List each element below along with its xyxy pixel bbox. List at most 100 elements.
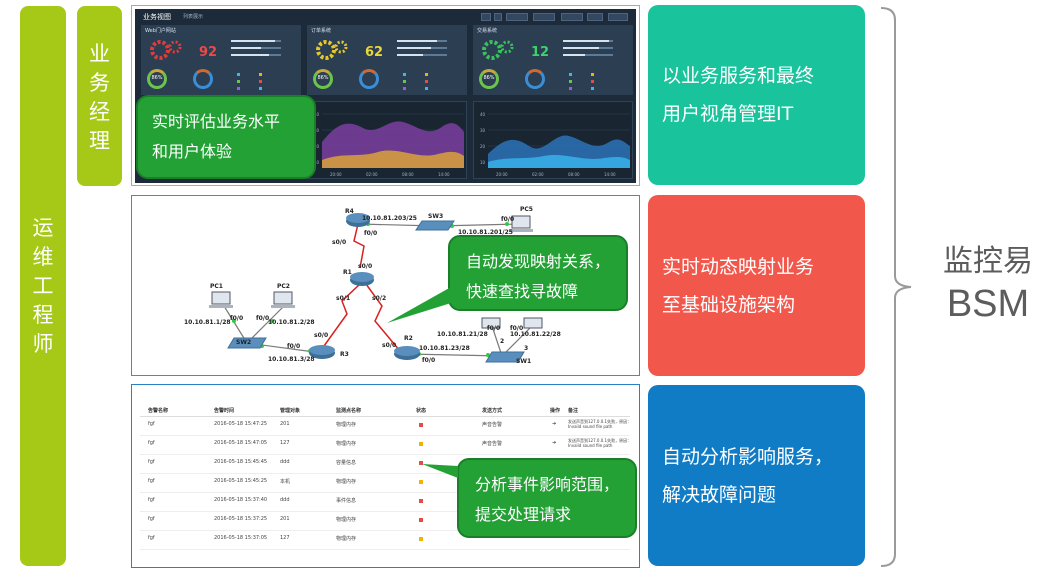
router-icon[interactable] xyxy=(309,345,335,359)
feature-line: 自动分析影响服务， xyxy=(662,445,834,468)
node-label: R3 xyxy=(340,351,349,358)
alarm-object: ddd xyxy=(280,497,290,503)
legend-dots xyxy=(403,73,428,90)
router-icon[interactable] xyxy=(346,213,370,227)
toolbar-button[interactable] xyxy=(481,13,491,21)
table-row[interactable]: fgf 2016-05-18 15:37:40 ddd 事件信息 xyxy=(140,493,630,512)
feature-box-analysis: 自动分析影响服务， 解决故障问题 xyxy=(648,385,865,566)
availability-value: 86% xyxy=(317,75,329,81)
status-dot xyxy=(419,442,423,448)
traffic-area-chart: 40 30 20 10 20:00 02:00 08:00 14:00 xyxy=(480,112,630,177)
alarm-object: 本机 xyxy=(280,479,291,485)
router-icon[interactable] xyxy=(394,346,420,360)
y-tick: 20 xyxy=(314,144,320,149)
port-label: f0/0 xyxy=(510,325,523,332)
table-row[interactable]: fgf 2016-05-18 15:47:25 201 物理内存 声音告警 ➜ … xyxy=(140,417,631,436)
availability-ring xyxy=(479,69,499,89)
x-tick: 14:00 xyxy=(438,172,450,177)
ip-label: 10.10.81.203/25 xyxy=(362,215,417,222)
toolbar-button[interactable] xyxy=(561,13,583,21)
toolbar-button[interactable] xyxy=(506,13,528,21)
pc-icon[interactable] xyxy=(509,215,533,232)
feature-line: 解决故障问题 xyxy=(662,483,777,506)
availability-ring xyxy=(313,69,333,89)
status-dot xyxy=(419,461,423,467)
forward-icon[interactable]: ➜ xyxy=(552,440,557,446)
service-card[interactable]: 交易系统 12 86% xyxy=(473,25,633,95)
metric-bars xyxy=(397,40,447,56)
x-tick: 14:00 xyxy=(604,172,616,177)
port-label: f0/0 xyxy=(230,315,243,322)
port-label: s0/0 xyxy=(314,332,328,339)
alarm-point: 物理内存 xyxy=(336,479,357,485)
y-tick: 10 xyxy=(314,160,320,165)
status-dot xyxy=(419,537,423,543)
service-card-title: 订单系统 xyxy=(311,28,332,34)
alarm-point: 物理内存 xyxy=(336,441,357,447)
port-label: 2 xyxy=(500,338,504,345)
service-card-title: 交易系统 xyxy=(477,28,498,34)
node-label: R2 xyxy=(404,335,413,342)
port-label: f0/0 xyxy=(487,325,500,332)
feature-line: 至基础设施架构 xyxy=(662,293,796,316)
router-icon[interactable] xyxy=(350,272,374,286)
node-label: PC5 xyxy=(520,206,533,213)
x-tick: 02:00 xyxy=(532,172,544,177)
area-chart-card[interactable]: 40 30 20 10 20:00 02:00 08:00 14:00 xyxy=(473,101,633,179)
pc-icon[interactable] xyxy=(523,317,543,329)
callout-line: 自动发现映射关系， xyxy=(466,252,611,271)
alarm-name: fgf xyxy=(148,478,155,484)
network-topology: R4 10.10.81.203/25 SW3 PC5 10.10.81.201/… xyxy=(184,206,561,365)
forward-icon[interactable]: ➜ xyxy=(552,421,557,427)
table-row[interactable]: fgf 2016-05-18 15:47:05 127 物理内存 声音告警 ➜ … xyxy=(140,436,631,455)
area-chart-card[interactable]: 40 30 20 10 20:00 02:00 08:00 14:00 xyxy=(307,101,467,179)
x-tick: 20:00 xyxy=(330,172,342,177)
legend-dots xyxy=(569,73,594,90)
toolbar-button[interactable] xyxy=(587,13,603,21)
alarm-object: 201 xyxy=(280,421,290,427)
column-header: 状态 xyxy=(416,408,427,414)
response-ring xyxy=(359,69,379,89)
usage-area-chart: 40 30 20 10 20:00 02:00 08:00 14:00 xyxy=(314,112,464,177)
status-dot xyxy=(419,518,423,524)
table-row[interactable]: fgf 2016-05-18 15:37:25 201 物理内存 xyxy=(140,512,630,531)
dashboard-list-tab[interactable]: 列表展示 xyxy=(183,14,204,20)
pc-icon[interactable] xyxy=(271,291,295,308)
business-manager-bar: 业务经理 xyxy=(77,6,122,186)
table-row[interactable]: fgf 2016-05-18 15:45:25 本机 物理内存 xyxy=(140,474,630,493)
toolbar-button[interactable] xyxy=(608,13,628,21)
gear-icon xyxy=(482,40,514,60)
pc-icon[interactable] xyxy=(481,317,501,329)
switch-icon[interactable] xyxy=(485,351,525,363)
callout-line: 和用户体验 xyxy=(152,142,233,161)
toolbar-button[interactable] xyxy=(533,13,555,21)
toolbar-button[interactable] xyxy=(494,13,502,21)
service-card[interactable]: 订单系统 62 86% xyxy=(307,25,467,95)
response-ring xyxy=(193,69,213,89)
column-header: 监测点名称 xyxy=(336,408,362,414)
alarm-time: 2016-05-18 15:37:25 xyxy=(214,516,268,522)
availability-value: 86% xyxy=(151,75,163,81)
availability-value: 86% xyxy=(483,75,495,81)
callout-pointer xyxy=(387,287,451,323)
callout-pointer xyxy=(422,464,458,478)
ip-label: 10.10.81.2/28 xyxy=(268,319,315,326)
callout-line: 快速查找寻故障 xyxy=(466,282,579,301)
switch-icon[interactable] xyxy=(227,337,267,349)
port-label: f0/0 xyxy=(422,357,435,364)
switch-icon[interactable] xyxy=(415,220,455,231)
service-card[interactable]: Web门户网站 92 86% xyxy=(141,25,301,95)
table-row[interactable]: fgf 2016-05-18 15:45:45 ddd 容量信息 xyxy=(140,455,630,474)
alarm-time: 2016-05-18 15:47:05 xyxy=(214,440,268,446)
gear-icon xyxy=(150,40,182,60)
ip-label: 10.10.81.23/28 xyxy=(419,345,470,352)
alarm-time: 2016-05-18 15:45:45 xyxy=(214,459,268,465)
port-label: s0/2 xyxy=(372,295,386,302)
alarm-object: 127 xyxy=(280,440,290,446)
feature-box-mapping: 实时动态映射业务 至基础设施架构 xyxy=(648,195,865,376)
health-score: 62 xyxy=(365,45,384,60)
port-label: s0/0 xyxy=(332,239,346,246)
callout-line: 提交处理请求 xyxy=(475,505,572,524)
send-method: 声音告警 xyxy=(482,441,503,447)
pc-icon[interactable] xyxy=(209,291,233,308)
